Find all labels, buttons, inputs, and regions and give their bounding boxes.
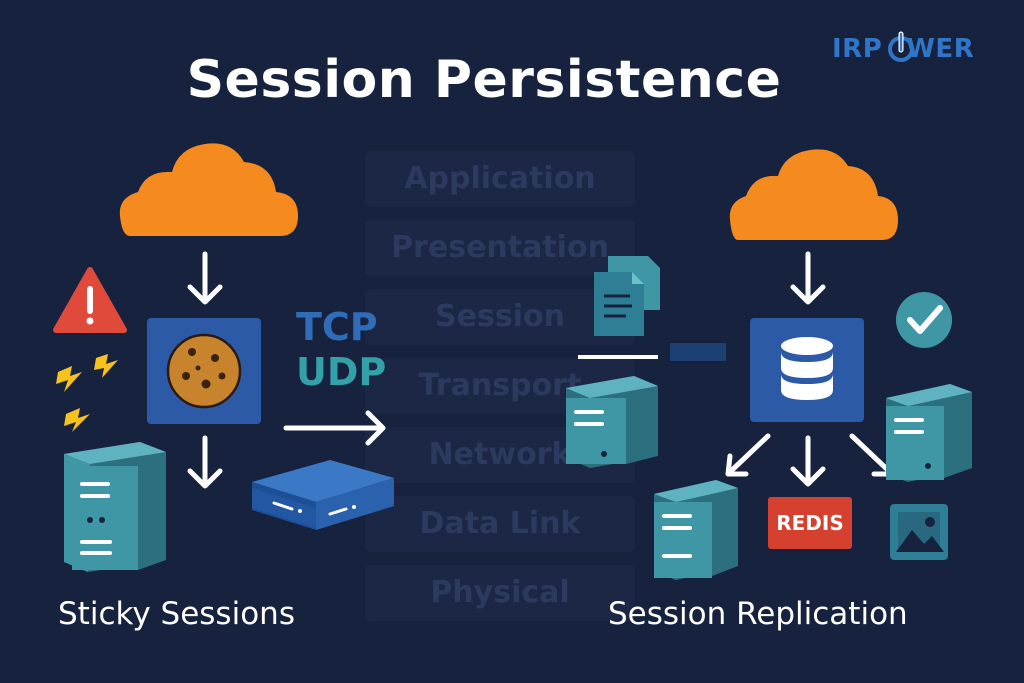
session-replication-caption: Session Replication xyxy=(608,596,908,632)
connector-line xyxy=(578,343,726,361)
protocol-udp-label: UDP xyxy=(296,350,387,394)
osi-layer-session: Session xyxy=(365,289,635,345)
server-icon xyxy=(64,442,166,572)
arrow-down-left-icon xyxy=(725,433,771,477)
osi-layer-presentation: Presentation xyxy=(365,220,635,276)
logo-text-left: IRP xyxy=(832,34,883,64)
logo-text-right: WER xyxy=(906,34,975,64)
osi-layer-application: Application xyxy=(365,151,635,207)
network-switch-icon xyxy=(252,460,394,530)
osi-layer-data-link: Data Link xyxy=(365,496,635,552)
brand-logo: IRP WER xyxy=(832,34,974,64)
cookie-icon xyxy=(147,318,261,424)
sticky-sessions-caption: Sticky Sessions xyxy=(58,596,295,632)
lightning-icon xyxy=(56,354,118,432)
protocol-tcp-label: TCP xyxy=(296,305,378,349)
warning-icon xyxy=(53,267,127,333)
image-icon xyxy=(890,504,948,560)
document-icon xyxy=(594,256,660,336)
server-icon xyxy=(886,384,972,482)
arrow-down-icon xyxy=(790,251,826,305)
redis-badge xyxy=(768,497,852,549)
arrow-down-icon xyxy=(187,435,223,489)
arrow-down-icon xyxy=(790,435,826,487)
redis-label: REDIS xyxy=(776,511,844,535)
database-icon xyxy=(750,318,864,422)
server-icon xyxy=(566,376,658,468)
arrow-down-icon xyxy=(187,251,223,305)
cloud-icon xyxy=(729,149,898,240)
server-icon xyxy=(654,480,738,580)
cloud-icon xyxy=(119,143,299,236)
page-title: Session Persistence xyxy=(186,50,782,110)
checkmark-icon xyxy=(896,292,952,348)
power-icon xyxy=(888,31,914,62)
osi-layer-physical: Physical xyxy=(365,565,635,621)
arrow-right-icon xyxy=(283,410,386,446)
